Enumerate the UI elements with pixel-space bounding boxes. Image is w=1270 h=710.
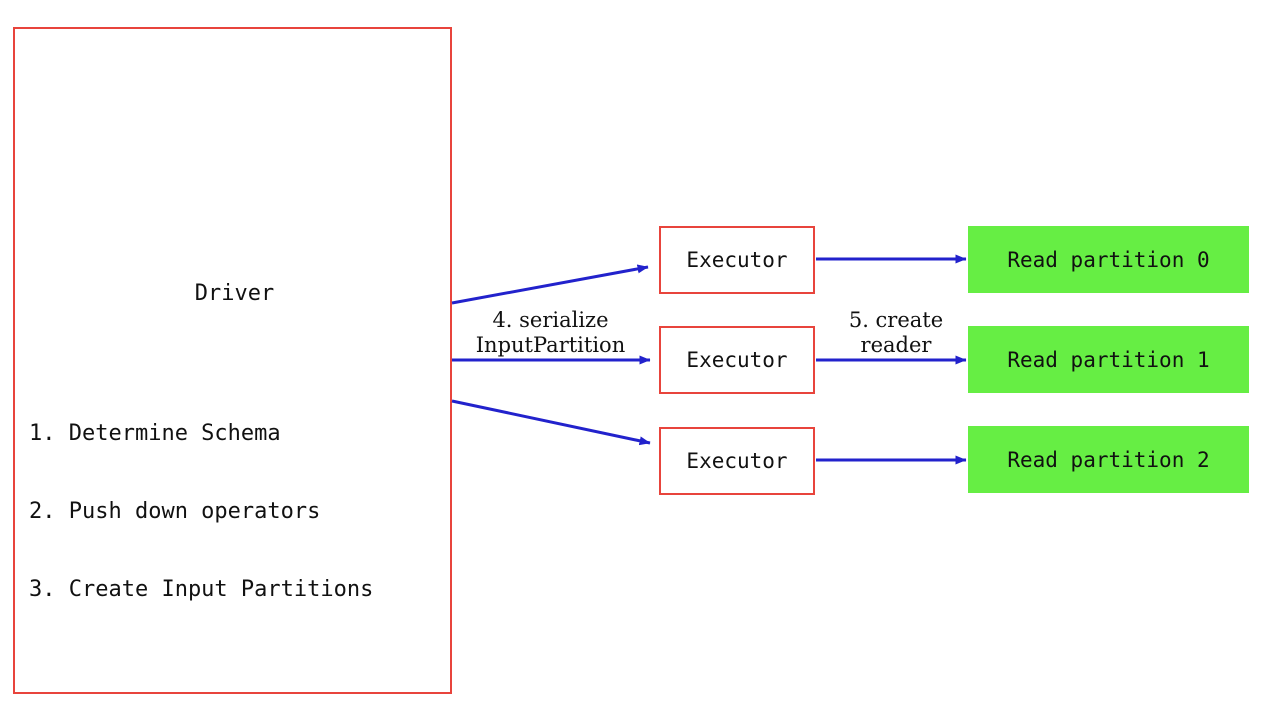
- driver-title: Driver: [194, 281, 275, 306]
- executor-box-2: Executor: [659, 427, 815, 495]
- driver-step-list: 1. Determine Schema 2. Push down operato…: [29, 369, 373, 655]
- read-partition-box-2: Read partition 2: [968, 426, 1249, 493]
- read-partition-box-0: Read partition 0: [968, 226, 1249, 293]
- edge-label-create-reader: 5. create reader: [848, 308, 944, 357]
- arrow-driver-to-executor-0: [451, 264, 649, 305]
- read-partition-box-1: Read partition 1: [968, 326, 1249, 393]
- executor-box-1: Executor: [659, 326, 815, 394]
- edge-label-serialize-input-partition: 4. serialize InputPartition: [475, 308, 626, 357]
- executor-box-0: Executor: [659, 226, 815, 294]
- driver-box: Driver 1. Determine Schema 2. Push down …: [13, 27, 452, 694]
- driver-step-3: 3. Create Input Partitions: [29, 577, 374, 602]
- driver-step-1: 1. Determine Schema: [29, 421, 281, 446]
- arrow-driver-to-executor-2: [451, 399, 651, 446]
- driver-step-2: 2. Push down operators: [29, 499, 321, 524]
